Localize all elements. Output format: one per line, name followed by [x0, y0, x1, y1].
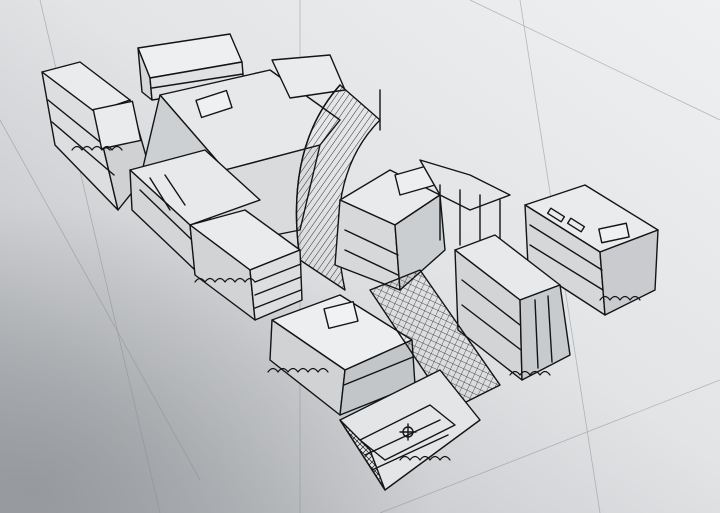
shrub-rows — [71, 145, 641, 461]
building-left-front — [189, 209, 303, 321]
central-plaza-grid — [369, 269, 501, 411]
building-right-front — [454, 234, 571, 381]
front-courtyard — [339, 369, 481, 491]
building-center-right — [334, 159, 511, 291]
building-far-left — [41, 61, 151, 211]
curved-hatched-wall — [295, 84, 381, 291]
building-left-mid — [129, 149, 261, 271]
building-central — [139, 54, 346, 251]
building-back-top — [137, 33, 245, 101]
building-right-cube — [524, 184, 659, 316]
building-front-center — [269, 294, 416, 416]
